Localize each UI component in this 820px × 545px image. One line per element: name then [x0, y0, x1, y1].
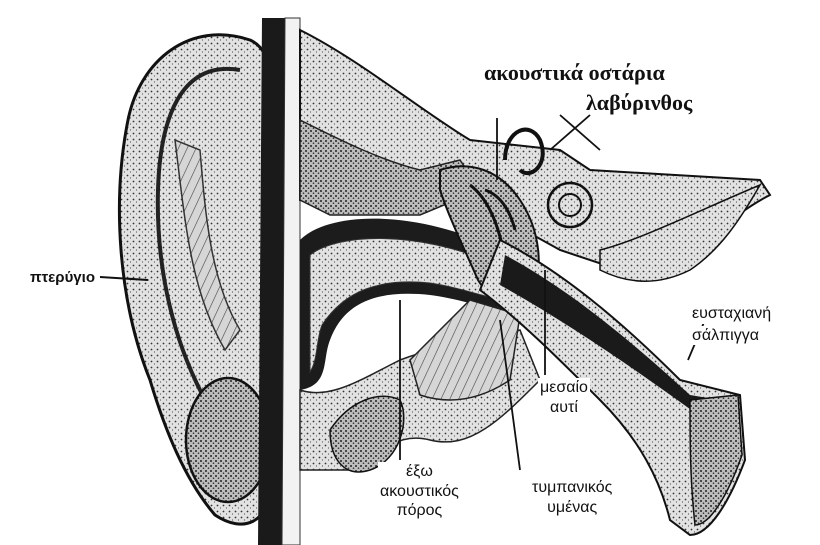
earlobe [186, 378, 270, 502]
label-labyrinth: λαβύρινθος [584, 92, 694, 114]
label-tympanic-membrane: τυμπανικός υμένας [530, 478, 614, 517]
label-canal-line-1: έξω [378, 462, 461, 482]
label-eustachian-line-2: σάλπιγγα [690, 326, 773, 346]
skull-band-light [282, 18, 300, 545]
label-middle-ear: μεσαίο αυτί [538, 378, 590, 417]
label-tympanic-line-1: τυμπανικός [530, 478, 614, 498]
skull-band [258, 18, 285, 545]
label-canal-line-3: πόρος [378, 501, 461, 521]
label-middle-ear-line-1: μεσαίο [538, 378, 590, 398]
cochlea-outer [548, 183, 592, 227]
label-eustachian-tube: ευσταχιανή σάλπιγγα [690, 304, 773, 345]
label-auricle: πτερύγιο [28, 270, 97, 285]
leader-labyrinth-a [560, 115, 600, 150]
label-middle-ear-line-2: αυτί [538, 398, 590, 418]
label-external-canal: έξω ακουστικός πόρος [378, 462, 461, 521]
label-canal-line-2: ακουστικός [378, 482, 461, 502]
label-ossicles: ακουστικά οστάρια [482, 62, 667, 84]
label-tympanic-line-2: υμένας [530, 498, 614, 518]
eustachian-tube-end [690, 395, 742, 525]
leader-labyrinth-b [550, 115, 590, 150]
label-eustachian-line-1: ευσταχιανή [690, 304, 773, 324]
